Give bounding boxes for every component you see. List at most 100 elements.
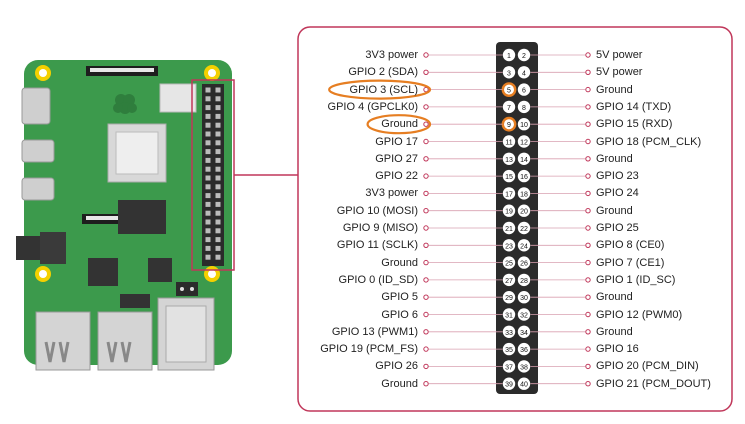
pin-label: GPIO 1 (ID_SC) <box>596 273 676 286</box>
header-pin <box>517 308 531 321</box>
pin-label: GPIO 9 (MISO) <box>342 222 418 234</box>
header-pin <box>517 256 531 269</box>
board-pin <box>215 113 221 119</box>
board-pin <box>215 131 221 137</box>
pin-marker <box>585 69 591 76</box>
header-pin <box>517 377 531 390</box>
usb-c-port <box>21 87 51 125</box>
pin-marker <box>585 190 591 197</box>
board-pin <box>215 149 221 155</box>
soc-chip <box>115 131 159 175</box>
board-pin <box>205 113 211 119</box>
chip-small <box>159 83 197 113</box>
pin-marker <box>585 156 591 162</box>
header-pin <box>502 291 516 304</box>
pin-marker <box>423 69 429 76</box>
board-pin <box>205 122 211 128</box>
board-pin <box>215 228 221 234</box>
pin-label: GPIO 23 <box>596 170 639 183</box>
pin-marker <box>585 86 591 93</box>
pin-label: GPIO 16 <box>596 343 639 356</box>
mount-hole-inner <box>39 69 47 77</box>
pin-label: Ground <box>596 325 633 338</box>
header-pin <box>502 239 516 252</box>
header-pin <box>502 256 516 269</box>
pin-marker <box>423 311 429 318</box>
pin-dot <box>180 287 184 291</box>
pin-label: 3V3 power <box>365 49 418 61</box>
board-pin <box>205 237 211 243</box>
pin-marker <box>585 363 591 370</box>
pin-number: 26 <box>520 261 528 268</box>
header-pin <box>517 204 531 217</box>
pin-number: 33 <box>505 330 513 337</box>
pin-number: 19 <box>505 209 513 216</box>
pin-number: 11 <box>505 140 512 147</box>
pin-marker <box>585 173 591 179</box>
board-pin <box>215 193 221 199</box>
board-gpio-header <box>202 84 224 266</box>
pin-number: 7 <box>507 105 511 112</box>
pin-label: GPIO 17 <box>375 135 418 148</box>
board-pin <box>215 201 221 207</box>
usb-port <box>97 311 153 371</box>
pin-label: Ground <box>381 256 418 269</box>
header-pin <box>517 135 531 148</box>
pin-marker <box>585 52 591 58</box>
pin-number: 22 <box>520 226 528 233</box>
pin-label: GPIO 2 (SDA) <box>348 66 418 79</box>
header-pin <box>517 325 531 338</box>
pin-label: Ground <box>596 83 633 96</box>
pin-number: 2 <box>522 53 526 60</box>
board-pin <box>205 166 211 172</box>
pin-marker <box>585 121 591 127</box>
pin-number: 29 <box>505 295 513 302</box>
board-pin <box>215 184 221 190</box>
highlight-ellipse <box>366 114 432 135</box>
usb-controller-chip <box>88 258 118 286</box>
board-pin <box>205 219 211 225</box>
pin-marker <box>585 346 591 352</box>
pin-marker <box>423 259 429 266</box>
pin-label: GPIO 18 (PCM_CLK) <box>596 135 702 148</box>
highlight-ellipse <box>328 79 432 100</box>
header-body <box>496 42 538 394</box>
usb-port <box>35 311 91 371</box>
board-pin <box>205 175 211 181</box>
pin-marker <box>585 242 591 249</box>
pin-marker <box>585 329 591 335</box>
board-pin <box>205 245 211 251</box>
audio-jack <box>16 236 42 260</box>
pin-label: GPIO 22 <box>375 170 418 183</box>
header-pin <box>501 116 517 132</box>
ethernet-chip <box>148 258 172 282</box>
board-pin <box>205 193 211 199</box>
pin-dot <box>190 287 194 291</box>
pin-label: GPIO 19 (PCM_FS) <box>320 343 418 356</box>
header-pin <box>502 66 516 79</box>
pin-marker <box>423 190 429 197</box>
raspberry-pi-board <box>16 60 235 371</box>
header-pin <box>517 100 531 114</box>
pin-number: 9 <box>507 122 511 129</box>
pin-number: 39 <box>505 382 513 389</box>
pin-number: 5 <box>507 88 511 95</box>
pin-marker <box>423 156 429 162</box>
pin-number: 31 <box>505 313 513 320</box>
board-pin <box>205 228 211 234</box>
board-pin <box>205 96 211 102</box>
header-pin <box>502 135 516 148</box>
board-pin <box>215 219 221 225</box>
header-pin <box>517 273 531 287</box>
pin-number: 15 <box>505 174 513 181</box>
pin-number: 32 <box>520 313 528 320</box>
board-pin <box>205 157 211 163</box>
pin-marker <box>423 104 429 110</box>
pin-label: GPIO 24 <box>596 187 639 200</box>
board-pin <box>215 254 221 260</box>
header-pin <box>517 118 531 131</box>
audio-jack-body <box>40 232 66 264</box>
header-pin <box>517 66 531 79</box>
micro-hdmi-port <box>21 139 55 163</box>
